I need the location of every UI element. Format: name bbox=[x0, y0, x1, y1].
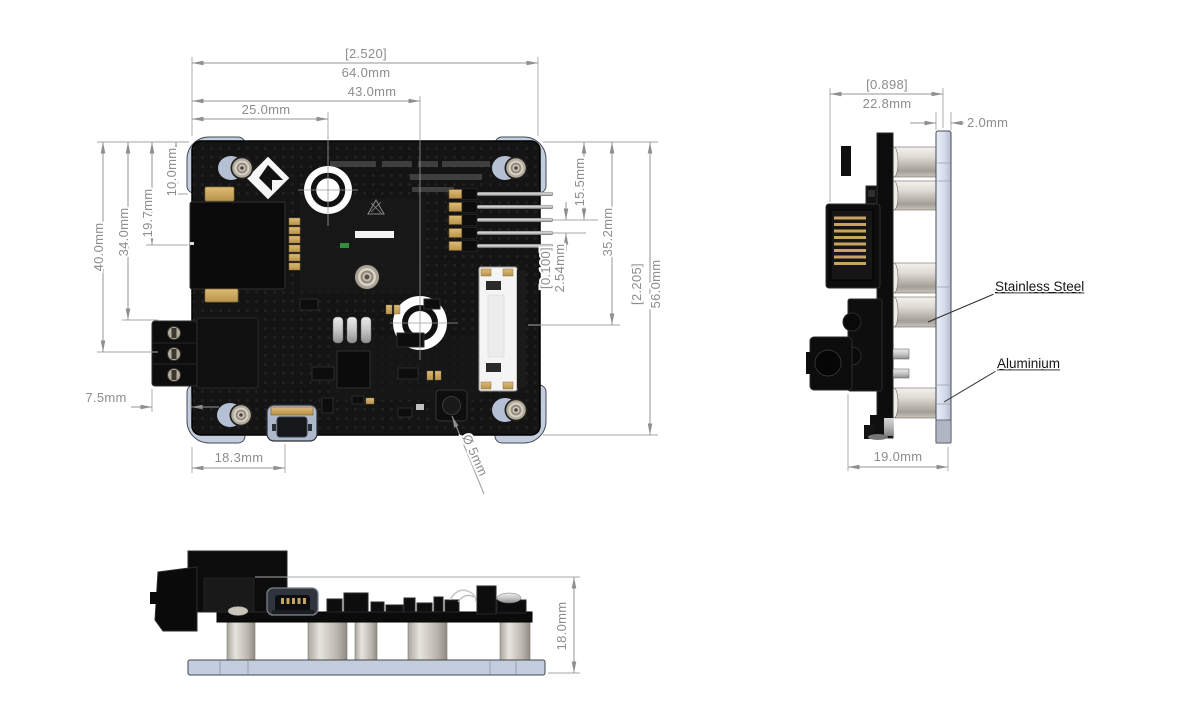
front-standoffs bbox=[226, 621, 531, 662]
dim-side-width: 19.0mm bbox=[874, 449, 923, 464]
dim-bottom-18-3: 18.3mm bbox=[215, 450, 264, 465]
center-screw bbox=[353, 263, 381, 291]
dim-width-43: 43.0mm bbox=[348, 84, 397, 99]
side-terminal-and-jack bbox=[806, 298, 883, 392]
dim-overall-height-inches: [2.205] bbox=[629, 263, 644, 305]
top-view-dimensions: [2.520] 64.0mm 43.0mm 25.0mm 40.0mm 34.0… bbox=[83, 44, 665, 495]
dim-front-height: 18.0mm bbox=[554, 602, 569, 651]
front-view-dimensions: 18.0mm bbox=[255, 576, 580, 674]
dim-depth-inches: [0.898] bbox=[866, 77, 908, 92]
dim-overall-width-mm: 64.0mm bbox=[342, 65, 391, 80]
dim-pitch-mm: 2.54mm bbox=[552, 244, 567, 293]
dim-left-34: 34.0mm bbox=[116, 208, 131, 257]
dim-overall-width-inches: [2.520] bbox=[345, 46, 387, 61]
top-view bbox=[151, 96, 554, 444]
dim-left-19-7: 19.7mm bbox=[140, 189, 155, 238]
dim-right-35-2: 35.2mm bbox=[600, 208, 615, 257]
dim-plate-thickness: 2.0mm bbox=[967, 115, 1008, 130]
rj45-connector bbox=[825, 203, 881, 289]
side-pcb-and-connectors bbox=[806, 132, 910, 440]
dim-overall-height-mm: 56.0mm bbox=[648, 260, 663, 309]
silkscreen-marking bbox=[330, 161, 490, 192]
aluminium-plate bbox=[935, 130, 952, 444]
pcb-components bbox=[151, 186, 554, 442]
dim-width-25: 25.0mm bbox=[242, 102, 291, 117]
front-usb-connector bbox=[266, 587, 319, 616]
brand-logo-icon bbox=[245, 155, 291, 201]
dim-right-15-5: 15.5mm bbox=[572, 158, 587, 207]
ffc-connector bbox=[478, 266, 526, 392]
side-view-dimensions: [0.898] 22.8mm 2.0mm 19.0mm Stainless St… bbox=[829, 75, 1086, 471]
dim-hole-diameter: Ø 5mm bbox=[459, 432, 491, 478]
dim-left-10: 10.0mm bbox=[164, 148, 179, 197]
front-baseplate bbox=[187, 659, 546, 676]
dim-depth-mm: 22.8mm bbox=[863, 96, 912, 111]
note-stainless-steel: Stainless Steel bbox=[995, 279, 1084, 294]
dim-pitch-inches: [0.100] bbox=[538, 247, 553, 289]
note-aluminium: Aluminium bbox=[997, 356, 1060, 371]
centerlines bbox=[298, 96, 458, 360]
micro-usb-connector bbox=[266, 404, 318, 442]
front-pcb-and-parts bbox=[150, 550, 533, 632]
side-view bbox=[806, 130, 952, 444]
inductor bbox=[435, 389, 468, 422]
front-view bbox=[150, 550, 546, 676]
dim-left-40: 40.0mm bbox=[91, 223, 106, 272]
dim-left-7-5: 7.5mm bbox=[85, 390, 126, 405]
